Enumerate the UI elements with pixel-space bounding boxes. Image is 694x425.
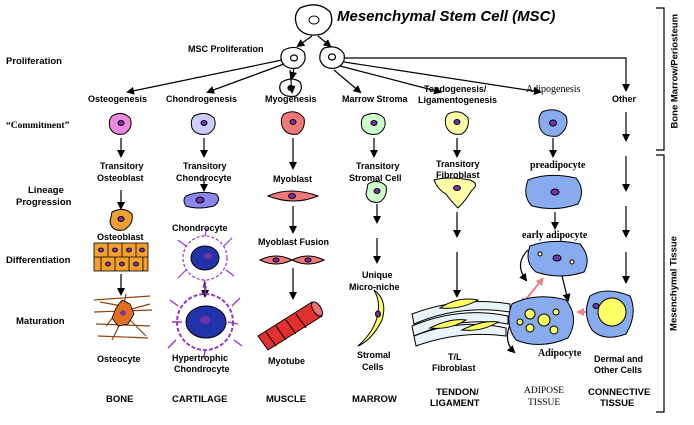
side-label-upper: Bone Marrow/Periosteum <box>669 13 681 129</box>
other-final-label-b: Other Cells <box>594 365 643 375</box>
stage-arrows-2 <box>117 156 630 238</box>
adipose-stage1-label: preadipocyte <box>530 160 586 171</box>
adipose-tissue-label-a: ADIPOSE <box>524 386 565 396</box>
muscle-stage1-label: Myoblast <box>273 174 313 184</box>
muscle-tissue-label: MUSCLE <box>266 394 307 405</box>
bone-tissue-label: BONE <box>106 394 134 405</box>
other-process-label: Other <box>612 94 637 104</box>
myotube-cell <box>257 301 323 351</box>
adipose-process-label: Adipogenesis <box>526 84 581 95</box>
side-label-lower: Mesenchymal Tissue <box>668 236 680 331</box>
bone-stage1-label-a: Transitory <box>100 161 144 171</box>
cartilage-final-label-a: Hypertrophic <box>172 353 229 363</box>
muscle-final-label: Myotube <box>268 356 305 366</box>
commitment-arrows <box>126 57 630 96</box>
tendon-final-label-b: Fibroblast <box>432 363 476 373</box>
muscle-process-label: Myogenesis <box>265 94 317 104</box>
marrow-stage2-label-a: Unique <box>362 270 393 280</box>
other-final-label-a: Dermal and <box>594 354 644 364</box>
marrow-tissue-label: MARROW <box>352 394 397 405</box>
muscle-stage2-label: Myoblast Fusion <box>258 237 330 247</box>
tendon-final-label-a: T/L <box>448 352 462 362</box>
cartilage-stage1-label-b: Chondrocyte <box>176 173 232 183</box>
commitment-cells <box>108 109 568 137</box>
row-label-commitment: “Commitment” <box>6 121 70 131</box>
osteocyte-cell <box>93 293 153 341</box>
cartilage-process-label: Chondrogenesis <box>166 94 238 104</box>
lineage-progression-cells <box>109 174 582 231</box>
chondrocyte-cell <box>177 227 235 289</box>
marrow-stage1-label-a: Transitory <box>356 161 400 171</box>
cartilage-tissue-label: CARTILAGE <box>172 394 228 405</box>
hypertrophic-chondrocyte-cell <box>167 285 243 359</box>
adipose-tissue-label-b: TISSUE <box>528 398 561 408</box>
bone-stage1-label-b: Osteoblast <box>97 173 144 183</box>
row-label-differentiation: Differentiation <box>6 255 71 266</box>
cartilage-stage1-label-a: Transitory <box>183 161 227 171</box>
adipocyte-cells <box>508 290 634 345</box>
page-title: Mesenchymal Stem Cell (MSC) <box>337 8 556 25</box>
tendon-tissue-label-b: LIGAMENT <box>430 398 480 409</box>
tl-fibroblast-cells <box>411 298 511 347</box>
row-label-proliferation: Proliferation <box>6 56 62 67</box>
osteoblast-layer <box>93 242 149 272</box>
tendon-stage1-label-b: Fibroblast <box>436 170 480 180</box>
other-tissue-label-b: TISSUE <box>600 398 635 409</box>
bone-stage2-label: Osteoblast <box>97 232 144 242</box>
adipose-final-label: Adipocyte <box>538 348 582 359</box>
row-label-lineage-2: Progression <box>16 197 72 208</box>
row-label-lineage-1: Lineage <box>28 185 64 196</box>
msc-cell <box>294 4 333 36</box>
tendon-process-label-a: Tendogenesis/ <box>424 84 487 94</box>
cartilage-final-label-b: Chondrocyte <box>174 364 230 374</box>
stromal-cell <box>357 289 385 347</box>
myoblast-fusion-cells <box>258 255 326 265</box>
other-tissue-label-a: CONNECTIVE <box>588 387 651 398</box>
stage-arrows-1 <box>117 112 630 170</box>
tendon-tissue-label-a: TENDON/ <box>436 387 479 398</box>
bone-process-label: Osteogenesis <box>88 94 148 104</box>
marrow-stage2-label-b: Micro-niche <box>349 282 400 292</box>
marrow-final-label-b: Cells <box>362 362 384 372</box>
cartilage-stage2-label: Chondrocyte <box>172 223 228 233</box>
marrow-final-label-a: Stromal <box>357 350 391 360</box>
bone-final-label: Osteocyte <box>97 354 141 364</box>
side-bracket <box>656 7 665 413</box>
early-adipocyte-cell <box>527 240 588 277</box>
tendon-process-label-b: Ligamentogenesis <box>418 95 498 105</box>
marrow-process-label: Marrow Stroma <box>342 94 408 104</box>
row-label-maturation: Maturation <box>16 316 65 327</box>
tendon-stage1-label-a: Transitory <box>436 159 480 169</box>
msc-proliferation-label: MSC Proliferation <box>188 44 264 54</box>
marrow-stage1-label-b: Stromal Cell <box>349 173 402 183</box>
msc-proliferation-cells <box>279 35 345 98</box>
adipose-stage2-label: early adipocyte <box>522 230 588 241</box>
